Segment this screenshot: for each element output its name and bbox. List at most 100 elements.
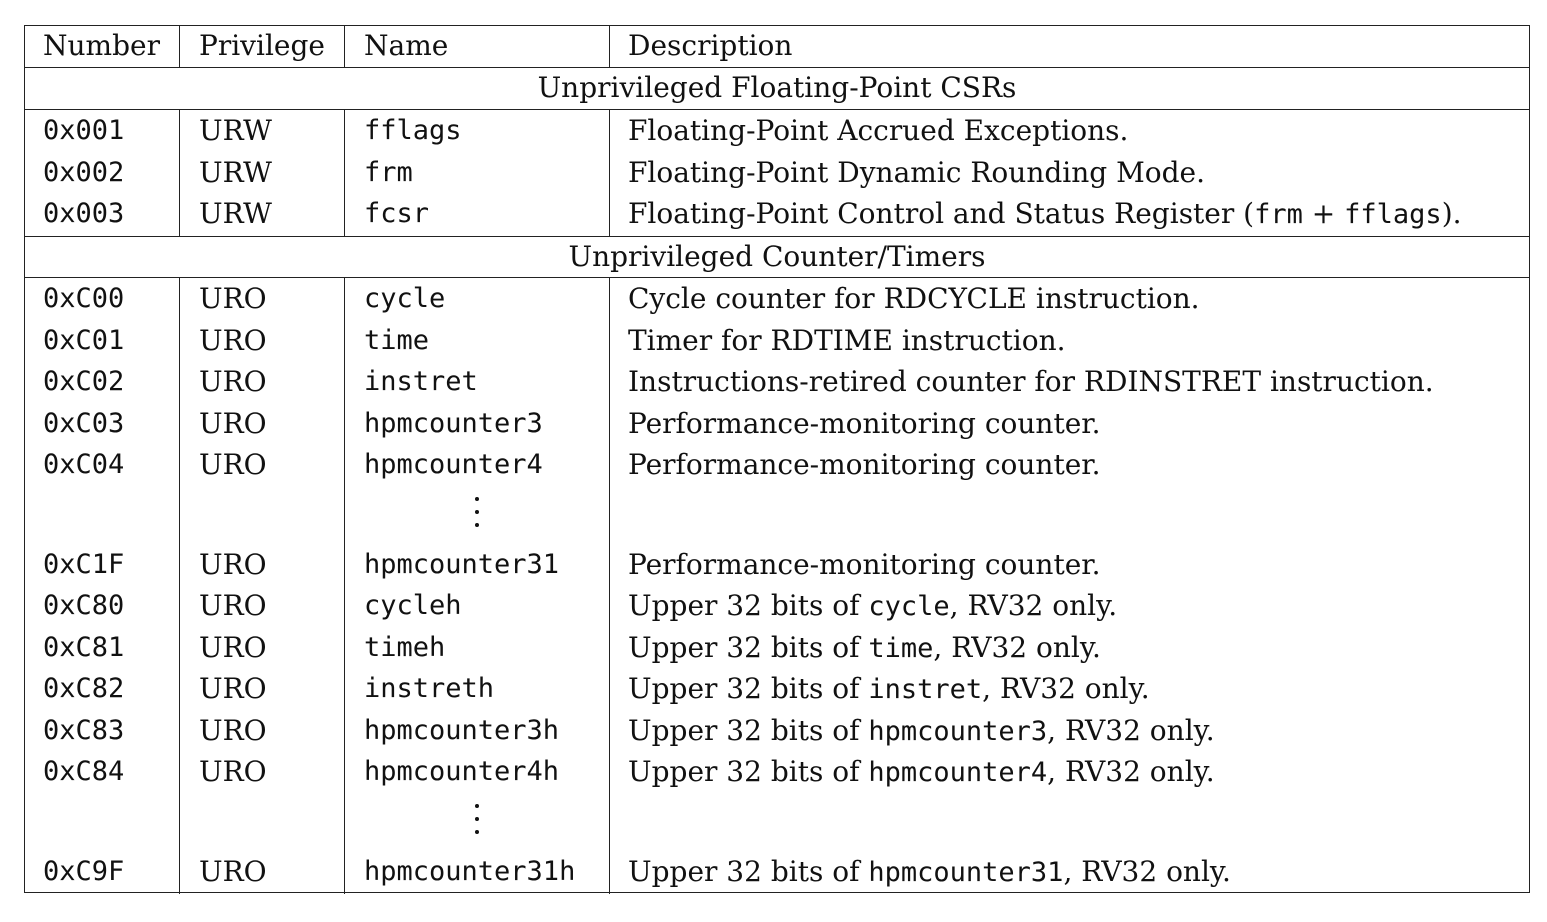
csr-privilege: URO (199, 713, 267, 747)
csr-privilege: URW (199, 155, 272, 189)
column-divider (344, 278, 345, 894)
description-text: Upper 32 bits of (628, 672, 869, 705)
column-divider (609, 278, 610, 894)
csr-name: cycleh (364, 590, 462, 621)
description-code: time (868, 632, 934, 664)
description-text: Upper 32 bits of (628, 713, 869, 747)
description-text: Floating-Point Accrued Exceptions. (628, 114, 1129, 147)
csr-number: 0x003 (43, 198, 125, 229)
description-text: Instructions-retired counter for RDINSTR… (628, 365, 1434, 398)
header-number: Number (43, 29, 160, 62)
csr-description: Upper 32 bits of time, RV32 only. (628, 628, 1101, 669)
csr-description: Upper 32 bits of cycle, RV32 only. (628, 586, 1117, 627)
csr-name: hpmcounter3h (364, 714, 560, 746)
description-code: instret (868, 674, 983, 705)
column-divider (179, 110, 180, 236)
csr-description: Upper 32 bits of hpmcounter4, RV32 only. (628, 752, 1215, 793)
csr-name: timeh (364, 631, 446, 663)
description-text: , RV32 only. (1047, 713, 1215, 747)
csr-name: hpmcounter31 (364, 548, 560, 580)
csr-number: 0xC9F (43, 855, 125, 887)
csr-description: Floating-Point Dynamic Rounding Mode. (628, 153, 1205, 193)
csr-number: 0xC01 (43, 324, 125, 356)
csr-name: fflags (364, 115, 462, 146)
csr-description: Performance-monitoring counter. (628, 545, 1100, 585)
csr-description: Timer for RDTIME instruction. (628, 321, 1066, 361)
csr-privilege: URO (199, 448, 267, 481)
csr-number: 0x001 (43, 115, 125, 146)
csr-number: 0xC83 (43, 714, 125, 746)
description-text: Upper 32 bits of (628, 854, 869, 888)
csr-privilege: URO (199, 547, 267, 581)
description-text: Floating-Point Dynamic Rounding Mode. (628, 155, 1206, 189)
csr-privilege: URO (199, 589, 267, 622)
csr-privilege: URW (199, 114, 272, 147)
csr-number: 0xC1F (43, 548, 125, 580)
description-code: fflags (1344, 199, 1442, 230)
section-title: Unprivileged Floating-Point CSRs (537, 71, 1017, 104)
csr-number: 0xC80 (43, 590, 125, 621)
description-code: hpmcounter3 (868, 715, 1048, 747)
header-name: Name (364, 29, 449, 62)
csr-table: Number Privilege Name Description Unpriv… (24, 25, 1530, 894)
csr-privilege: URO (199, 755, 267, 788)
description-code: hpmcounter4 (868, 757, 1048, 788)
csr-description: Performance-monitoring counter. (628, 404, 1100, 444)
description-text: , RV32 only. (1047, 755, 1215, 788)
section-heading-floating-point: Unprivileged Floating-Point CSRs (25, 68, 1529, 110)
table-header-row: Number Privilege Name Description (25, 26, 1529, 68)
csr-description: Instructions-retired counter for RDINSTR… (628, 362, 1434, 402)
csr-privilege: URO (199, 630, 267, 664)
csr-number: 0xC00 (43, 283, 125, 314)
column-divider (609, 26, 610, 68)
csr-name: instreth (364, 673, 495, 704)
csr-description: Floating-Point Control and Status Regist… (628, 194, 1462, 235)
description-code: cycle (868, 591, 950, 622)
csr-number: 0xC84 (43, 756, 125, 787)
description-text: , RV32 only. (949, 589, 1118, 622)
csr-name: frm (364, 156, 413, 188)
description-text: Floating-Point Control and Status Regist… (628, 197, 1255, 230)
description-text: , RV32 only. (933, 630, 1101, 664)
csr-name: cycle (364, 283, 446, 314)
csr-description: Upper 32 bits of hpmcounter31, RV32 only… (628, 852, 1231, 893)
csr-description: Upper 32 bits of instret, RV32 only. (628, 669, 1150, 710)
csr-number: 0xC81 (43, 631, 125, 663)
csr-privilege: URO (199, 672, 267, 705)
column-divider (344, 26, 345, 68)
description-text: Upper 32 bits of (628, 755, 869, 788)
description-code: frm (1254, 199, 1303, 230)
csr-number: 0x002 (43, 156, 125, 188)
csr-privilege: URO (199, 323, 267, 357)
column-divider (344, 110, 345, 236)
csr-name: hpmcounter3 (364, 407, 543, 439)
description-text: Performance-monitoring counter. (628, 406, 1101, 440)
csr-name: hpmcounter4 (364, 449, 543, 480)
section-title: Unprivileged Counter/Timers (568, 240, 986, 273)
csr-number: 0xC82 (43, 673, 125, 704)
header-privilege: Privilege (199, 29, 325, 62)
vertical-ellipsis (472, 496, 482, 531)
description-text: Cycle counter for RDCYCLE instruction. (628, 282, 1200, 315)
csr-description: Cycle counter for RDCYCLE instruction. (628, 279, 1200, 319)
csr-privilege: URO (199, 406, 267, 440)
description-text: ). (1441, 197, 1462, 230)
csr-number: 0xC04 (43, 449, 125, 480)
description-text: Timer for RDTIME instruction. (628, 323, 1066, 357)
description-text: Performance-monitoring counter. (628, 448, 1101, 481)
csr-description: Floating-Point Accrued Exceptions. (628, 111, 1128, 151)
column-divider (179, 278, 180, 894)
csr-privilege: URW (199, 197, 272, 230)
csr-privilege: URO (199, 854, 267, 888)
csr-description: Upper 32 bits of hpmcounter3, RV32 only. (628, 711, 1215, 752)
description-text: Upper 32 bits of (628, 589, 869, 622)
description-text: , RV32 only. (982, 672, 1150, 705)
csr-privilege: URO (199, 282, 267, 315)
vertical-ellipsis (472, 803, 482, 838)
column-divider (179, 26, 180, 68)
csr-description: Performance-monitoring counter. (628, 445, 1100, 485)
description-text: Upper 32 bits of (628, 630, 869, 664)
section-heading-counters: Unprivileged Counter/Timers (25, 236, 1529, 278)
csr-name: fcsr (364, 198, 430, 229)
csr-name: instret (364, 366, 478, 397)
